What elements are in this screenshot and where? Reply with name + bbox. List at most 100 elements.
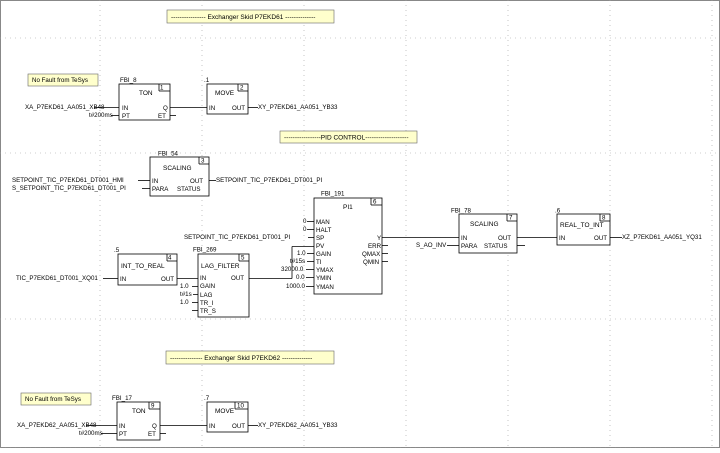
- pin-q: Q: [163, 105, 168, 112]
- block-number: 4: [168, 255, 172, 262]
- block-move-1[interactable]: .1 2 MOVE IN OUT: [204, 77, 249, 115]
- comment-no-fault-1[interactable]: No Fault from TeSys: [27, 73, 99, 87]
- pin-out: OUT: [231, 275, 244, 282]
- var-s-ao-inv[interactable]: S_AO_INV: [416, 242, 447, 249]
- const-pi-gain[interactable]: 1.0: [297, 250, 306, 257]
- pin-out: OUT: [190, 178, 203, 185]
- comment-text: No Fault from TeSys: [32, 77, 88, 84]
- block-type-label: SCALING: [163, 165, 192, 172]
- pin-lag: LAG: [200, 292, 213, 299]
- pin-ymin: YMIN: [316, 275, 331, 282]
- block-real-to-int-8[interactable]: .6 8 REAL_TO_INT IN OUT: [555, 208, 611, 246]
- block-instance-label: FBI_8: [120, 77, 137, 84]
- pin-in: IN: [209, 105, 215, 112]
- comment-no-fault-2[interactable]: No Fault from TeSys: [20, 392, 92, 406]
- banner-text: --------------- Exchanger Skid P7EKD62 -…: [170, 355, 312, 362]
- banner-text: -----------------PID CONTROL------------…: [284, 135, 409, 142]
- pin-pt: PT: [119, 431, 127, 438]
- pin-out: OUT: [161, 276, 174, 283]
- banner-pid-control[interactable]: -----------------PID CONTROL------------…: [279, 130, 418, 144]
- pin-et: ET: [158, 113, 166, 120]
- block-number: 6: [373, 199, 377, 206]
- pin-in: IN: [152, 178, 158, 185]
- banner-exchanger-skid-p7ekd62[interactable]: --------------- Exchanger Skid P7EKD62 -…: [165, 350, 335, 365]
- block-lag-filter-5[interactable]: FBI_269 5 LAG_FILTER IN GAIN LAG TR_I TR…: [193, 247, 250, 318]
- block-type-label: LAG_FILTER: [201, 263, 240, 270]
- pin-out: OUT: [594, 235, 607, 242]
- block-type-label: MOVE: [215, 408, 235, 415]
- comment-text: No Fault from TeSys: [25, 396, 81, 403]
- pin-in: IN: [119, 423, 125, 430]
- block-int-to-real-4[interactable]: .5 4 INT_TO_REAL IN OUT: [114, 247, 178, 286]
- pin-tr-s: TR_S: [200, 308, 216, 315]
- pin-in: IN: [209, 423, 215, 430]
- var-setpoint-hmi[interactable]: SETPOINT_TIC_P7EKD61_DT001_HMI: [12, 177, 124, 184]
- var-xa-p7ekd62[interactable]: XA_P7EKD62_AA051_XB48: [17, 422, 97, 429]
- var-setpoint-pi-out[interactable]: SETPOINT_TIC_P7EKD61_DT001_PI: [216, 177, 323, 184]
- pin-y: Y: [377, 235, 381, 242]
- banner-exchanger-skid-p7ekd61[interactable]: ---------------- Exchanger Skid P7EKD61 …: [166, 9, 335, 24]
- const-halt[interactable]: 0: [303, 226, 307, 233]
- block-ton-1[interactable]: FBI_8 1 TON IN PT Q ET: [118, 77, 171, 121]
- pin-qmin: QMIN: [363, 259, 379, 266]
- const-man[interactable]: 0: [303, 218, 307, 225]
- block-number: 3: [201, 158, 205, 165]
- var-setpoint-pi-in[interactable]: SETPOINT_TIC_P7EKD61_DT001_PI: [184, 234, 291, 241]
- pin-tr-i: TR_I: [200, 300, 214, 307]
- var-xz-p7ekd61[interactable]: XZ_P7EKD61_AA051_YQ31: [622, 234, 702, 241]
- pin-in: IN: [200, 275, 206, 282]
- block-type-label: TON: [132, 408, 146, 415]
- pin-err: ERR: [368, 243, 382, 250]
- pin-out: OUT: [232, 105, 245, 112]
- pin-in: IN: [122, 105, 128, 112]
- block-type-label: TON: [139, 90, 153, 97]
- block-number: 8: [602, 215, 606, 222]
- pin-qmax: QMAX: [362, 251, 380, 258]
- pin-man: MAN: [316, 219, 330, 226]
- block-number: 5: [241, 255, 245, 262]
- var-xy-p7ekd62[interactable]: XY_P7EKD62_AA051_YB33: [258, 422, 338, 429]
- var-pt-time[interactable]: t#200ms: [79, 430, 103, 437]
- pin-para: PARA: [461, 243, 478, 250]
- pin-yman: YMAN: [316, 284, 334, 291]
- pin-pt: PT: [122, 113, 130, 120]
- block-type-label: MOVE: [215, 90, 235, 97]
- var-xa-p7ekd61[interactable]: XA_P7EKD61_AA051_XB48: [25, 104, 105, 111]
- const-ymin[interactable]: 0.0: [296, 274, 305, 281]
- const-lag[interactable]: t#1s: [180, 291, 192, 298]
- pin-in: IN: [120, 276, 126, 283]
- block-instance-label: FBI_191: [321, 191, 345, 198]
- pin-et: ET: [148, 431, 156, 438]
- block-number: 10: [237, 403, 244, 410]
- block-number: 2: [240, 85, 244, 92]
- pin-ymax: YMAX: [316, 267, 334, 274]
- const-gain[interactable]: 1.0: [180, 283, 189, 290]
- const-tr-i[interactable]: 1.0: [180, 299, 189, 306]
- block-scaling-7[interactable]: FBI_78 7 SCALING IN PARA OUT STATUS: [451, 208, 518, 254]
- const-pi-ti[interactable]: t#15s: [290, 258, 305, 265]
- block-instance-label: FBI_54: [158, 151, 179, 158]
- block-move-10[interactable]: .7 10 MOVE IN OUT: [204, 395, 249, 433]
- const-ymax[interactable]: 32000.0: [281, 266, 304, 273]
- pin-pv: PV: [316, 243, 325, 250]
- block-instance-label: FBI_269: [193, 247, 217, 254]
- block-ton-9[interactable]: FBI_17 9 TON IN PT Q ET: [112, 395, 161, 441]
- block-instance-label: .5: [114, 247, 120, 254]
- block-number: 1: [160, 85, 164, 92]
- const-yman[interactable]: 1000.0: [286, 283, 305, 290]
- block-pi1-6[interactable]: FBI_191 6 PI1 MAN HALT SP PV GAIN TI YMA…: [313, 191, 383, 295]
- pin-status: STATUS: [484, 243, 508, 250]
- block-scaling-3[interactable]: FBI_54 3 SCALING IN PARA OUT STATUS: [149, 151, 210, 197]
- block-type-label: PI1: [343, 204, 353, 211]
- pin-gain: GAIN: [316, 251, 331, 258]
- pin-q: Q: [152, 423, 157, 430]
- var-xy-p7ekd61[interactable]: XY_P7EKD61_AA051_YB33: [258, 104, 338, 111]
- var-pt-time[interactable]: t#200ms: [89, 112, 113, 119]
- var-s-setpoint-pi[interactable]: S_SETPOINT_TIC_P7EKD61_DT001_PI: [12, 185, 126, 192]
- pin-status: STATUS: [177, 186, 201, 193]
- var-tic-xq01[interactable]: TIC_P7EKD61_DT001_XQ01: [16, 275, 98, 282]
- pin-sp: SP: [316, 235, 324, 242]
- block-instance-label: .6: [555, 208, 561, 215]
